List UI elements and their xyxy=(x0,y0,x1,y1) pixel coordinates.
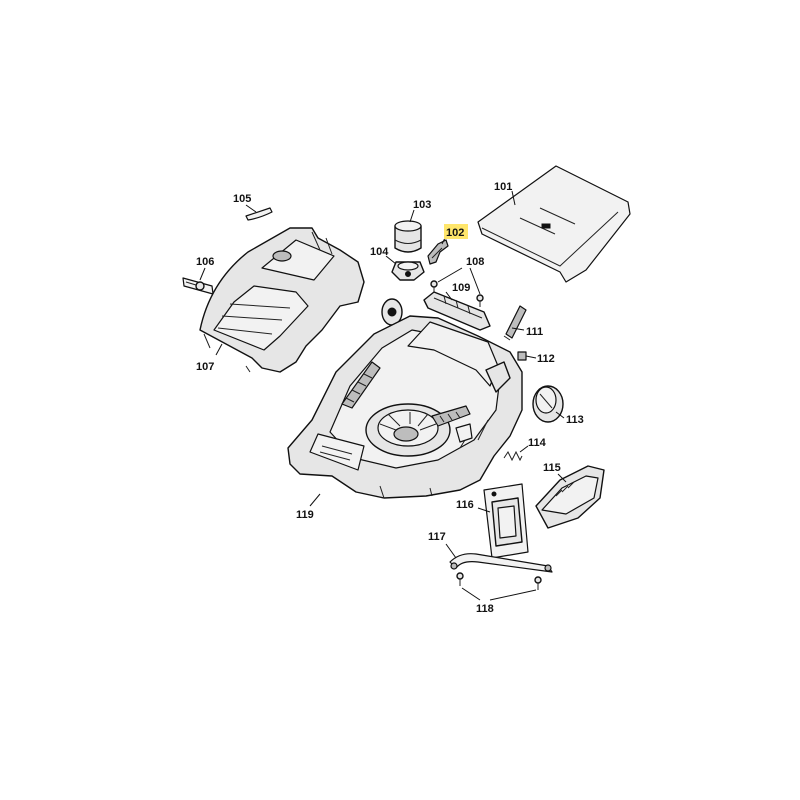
part-111-pin xyxy=(503,305,527,341)
leader-119 xyxy=(309,493,321,507)
callout-101: 101 xyxy=(494,181,512,193)
callout-113: 113 xyxy=(566,414,584,426)
part-101-lid xyxy=(477,165,631,283)
leader-111 xyxy=(511,327,525,331)
callout-116: 116 xyxy=(456,499,474,511)
callout-111: 111 xyxy=(526,326,543,338)
callout-108: 108 xyxy=(466,256,484,268)
leader-104 xyxy=(385,255,397,265)
callout-105: 105 xyxy=(233,193,251,205)
part-116-plate xyxy=(483,483,529,559)
callout-103: 103 xyxy=(413,199,431,211)
part-118-screws xyxy=(456,572,542,590)
leader-109 xyxy=(445,291,453,301)
part-114-spring xyxy=(503,450,523,462)
callout-107: 107 xyxy=(196,361,214,373)
callout-109: 109 xyxy=(452,282,470,294)
leader-106 xyxy=(199,267,206,281)
leader-105 xyxy=(245,204,257,213)
part-107-cover xyxy=(199,227,365,373)
part-106-key xyxy=(182,277,214,295)
callout-118: 118 xyxy=(476,603,494,615)
callout-104: 104 xyxy=(370,246,389,258)
leader-114 xyxy=(519,445,529,453)
callout-106: 106 xyxy=(196,256,214,268)
leader-118b xyxy=(489,589,537,601)
leader-108a xyxy=(437,267,463,283)
callout-115: 115 xyxy=(543,462,561,474)
part-115-flap xyxy=(535,465,605,529)
part-108-screws xyxy=(430,280,484,307)
part-113-knob xyxy=(532,385,564,423)
callout-112: 112 xyxy=(537,353,555,365)
part-103-cylinder xyxy=(394,220,422,253)
part-119-deck xyxy=(287,315,523,499)
leader-113 xyxy=(555,411,565,419)
callout-114: 114 xyxy=(528,437,547,449)
leader-103 xyxy=(409,209,415,223)
part-112-nut xyxy=(517,351,527,361)
callout-119: 119 xyxy=(296,509,314,521)
part-109-bracket xyxy=(423,291,491,331)
leader-112 xyxy=(525,355,537,359)
part-117-rod xyxy=(449,553,553,573)
part-104-mount xyxy=(391,261,425,281)
callout-117: 117 xyxy=(428,531,446,543)
callout-102: 102 xyxy=(446,227,464,239)
leader-115 xyxy=(557,473,567,483)
leader-117 xyxy=(445,543,457,559)
part-105-bar xyxy=(245,207,273,221)
leader-101 xyxy=(511,190,516,206)
leader-118a xyxy=(461,587,481,601)
part-102-clip xyxy=(427,239,449,265)
callout-102-highlight xyxy=(444,224,468,239)
leader-108b xyxy=(469,267,481,295)
leader-107 xyxy=(215,343,223,356)
leader-116 xyxy=(477,507,491,513)
